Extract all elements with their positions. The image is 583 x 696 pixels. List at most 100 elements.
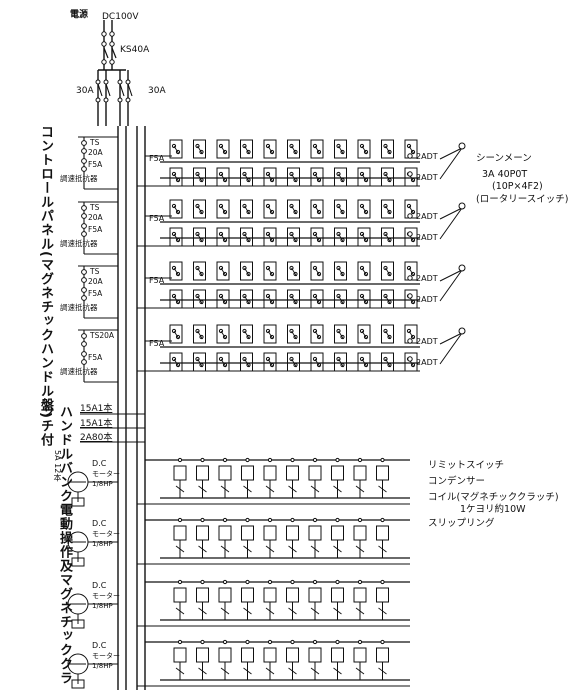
clutch-terminal [380,639,385,645]
scene-wire [439,207,463,220]
switch-box [357,227,371,247]
switch-box [216,167,230,187]
switch-box [334,199,347,219]
condenser-plate [355,607,365,615]
clutch-coil [218,587,232,603]
condenser-plate [378,667,387,675]
clutch-terminal [380,457,385,463]
switch-box [381,199,394,219]
switch-contact [291,295,297,305]
switch-box [169,261,183,281]
switch-box [287,352,300,372]
switch-contact [220,267,227,277]
condenser-plate [378,545,387,553]
switch-box [169,289,183,309]
control-terminal [81,140,87,146]
legend-clutch-coil: コイル(マグネチッククラッチ) [428,492,559,503]
clutch-coil [196,465,209,481]
condenser-plate [265,545,275,553]
condenser-plate [310,667,320,675]
switch-contact [267,145,274,155]
clutch-coil [218,647,232,663]
switch-box [216,289,230,309]
clutch-coil [263,465,277,481]
clutch-coil [241,465,254,481]
row-switch-terminal [407,293,413,299]
switch-box [357,289,371,309]
motor-type-label: D.C [92,641,107,650]
condenser-plate [265,607,275,615]
switch-box [193,324,206,344]
clutch-coil [353,465,367,481]
condenser-plate [220,607,230,615]
switch-box [240,352,253,372]
fuse-label: F5A [88,160,103,169]
control-terminal [81,148,87,154]
switch-contact [361,205,368,215]
condenser-plate [175,485,185,493]
switch-contact [197,233,203,243]
clutch-coil [331,465,344,481]
scene-switch-terminal [458,142,466,150]
switch-box [381,289,394,309]
switch-box [240,227,253,247]
clutch-coil [218,465,232,481]
clutch-coil [286,525,299,541]
clutch-coil [241,647,254,663]
condenser-plate [333,667,342,675]
resistor-label: 調速抵抗器 [60,238,98,248]
switch-contact [197,358,203,368]
fuse-label: F5A [88,289,103,298]
clutch-coil [353,647,367,663]
row-switch-terminal [407,153,413,159]
switch-box [216,352,230,372]
row-switch-label: 2ADT [416,295,438,304]
breaker-contact [109,59,115,65]
control-terminal [81,351,87,357]
switch-box [216,227,230,247]
side-small-label: 5A 12本 [53,450,62,482]
switch-contact [361,267,368,277]
clutch-terminal [312,457,318,463]
switch-box [381,167,394,187]
switch-box [193,352,206,372]
switch-box [193,139,206,159]
clutch-terminal [222,579,228,585]
clutch-coil [241,587,254,603]
motor-type-label: D.C [92,459,107,468]
switch-contact [244,145,250,155]
switch-contact [408,267,415,277]
row-switch-terminal [407,213,413,219]
motor-name-label: モーター [92,529,120,538]
switch-contact [220,330,227,340]
switch-box [169,324,183,344]
row-switch-terminal [407,275,413,281]
switch-contact [197,295,203,305]
motor-name-label: モーター [92,469,120,478]
switch-contact [361,358,368,368]
switch-contact [291,267,297,277]
motor-power-label: 1/8HP [92,540,113,548]
switch-box [357,324,371,344]
control-terminal [81,205,87,211]
switch-box [404,352,418,372]
switch-box [357,167,371,187]
switch-box [310,261,324,281]
switch-contact [244,358,250,368]
breaker-contact [101,41,107,47]
switch-box [334,227,347,247]
wire-label-1: 15A1本 [80,404,113,414]
switch-contact [267,173,274,183]
switch-box [240,139,253,159]
condenser-plate [378,607,387,615]
scene-switch-terminal [458,202,466,210]
switch-contact [173,267,180,277]
switch-box [287,289,300,309]
clutch-terminal [177,579,183,585]
switch-contact [291,358,297,368]
switch-contact [385,330,391,340]
switch-contact [244,267,250,277]
branch-breaker-right: 30A [148,86,166,96]
switch-contact [220,205,227,215]
switch-box [334,139,347,159]
